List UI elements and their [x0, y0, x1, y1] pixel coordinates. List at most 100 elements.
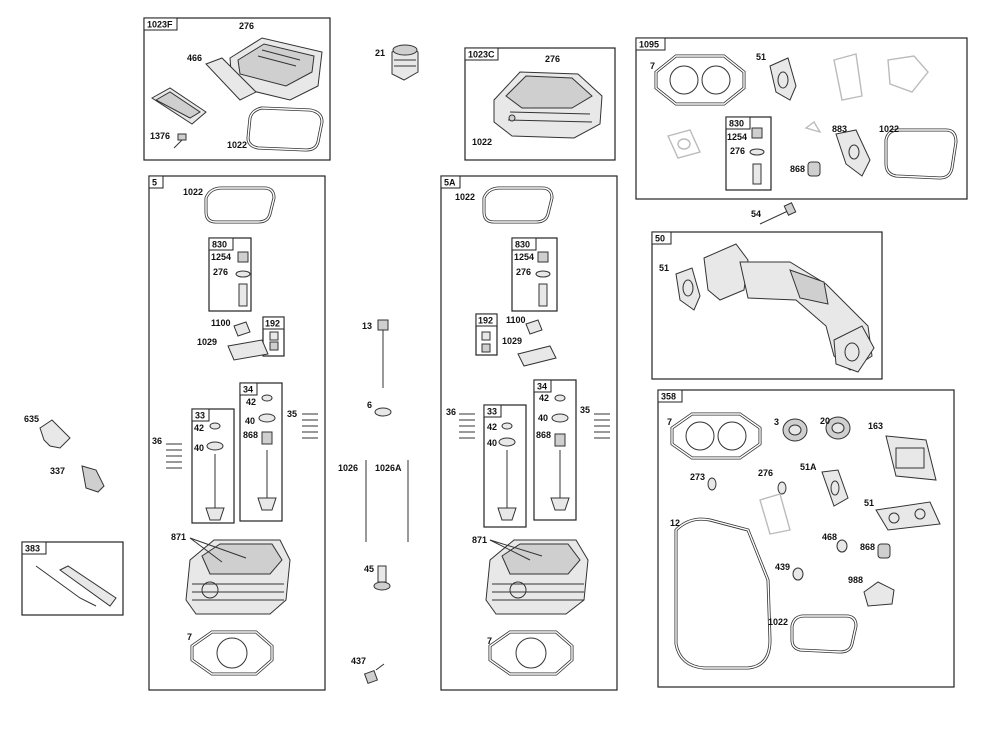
callout-label: 1100: [211, 318, 231, 328]
callout-label: 45: [364, 564, 374, 574]
group-frame-1023C: [464, 47, 616, 161]
callout-label: 635: [24, 414, 39, 424]
group-tag-34b: 34: [533, 379, 552, 393]
callout-label: 439: [775, 562, 790, 572]
callout-label: 40: [538, 413, 548, 423]
valve-spring-35b: [594, 413, 610, 439]
group-tag-5A: 5A: [440, 175, 461, 189]
group-tag-358: 358: [657, 389, 683, 403]
group-tag-5: 5: [148, 175, 164, 189]
callout-label: 1022: [768, 617, 788, 627]
callout-label: 1022: [183, 187, 203, 197]
callout-label: 1254: [211, 252, 231, 262]
group-frame-34a: [239, 382, 283, 522]
callout-label: 51A: [800, 462, 817, 472]
callout-label: 871: [171, 532, 186, 542]
callout-label: 1029: [502, 336, 522, 346]
valve-cover-1023C: [493, 71, 603, 139]
callout-label: 35: [287, 409, 297, 419]
group-label-50: 50: [655, 234, 665, 244]
group-tag-50: 50: [651, 231, 672, 245]
callout-label: 1100: [506, 315, 526, 325]
callout-label: 468: [822, 532, 837, 542]
group-frame-34b: [533, 379, 577, 521]
callout-label: 1029: [197, 337, 217, 347]
group-label-192b: 192: [478, 316, 493, 326]
callout-label: 1026A: [375, 463, 402, 473]
callout-label: 1022: [227, 140, 247, 150]
stud-set-830c: [749, 127, 765, 185]
callout-label: 13: [362, 321, 372, 331]
callout-label: 7: [667, 417, 672, 427]
callout-label: 868: [790, 164, 805, 174]
oil-fill-cap: [391, 44, 419, 81]
group-label-5A: 5A: [444, 178, 456, 188]
group-frame-33a: [191, 408, 235, 524]
callout-label: 51: [864, 498, 874, 508]
callout-label: 40: [487, 438, 497, 448]
callout-label: 42: [194, 423, 204, 433]
group-label-830c: 830: [729, 119, 744, 129]
callout-label: 35: [580, 405, 590, 415]
callout-label: 51: [756, 52, 766, 62]
group-label-33a: 33: [195, 411, 205, 421]
group-frame-33b: [483, 404, 527, 528]
group-tag-830c: 830: [725, 116, 751, 130]
callout-label: 1026: [338, 463, 358, 473]
group-tag-1095: 1095: [635, 37, 666, 51]
callout-label: 7: [650, 61, 655, 71]
callout-label: 883: [832, 124, 847, 134]
group-5-parts: [166, 186, 318, 676]
valve-cover-1023F: [151, 37, 324, 152]
callout-label: 20: [820, 416, 830, 426]
group-5A-parts: [459, 186, 610, 676]
group-tag-830b: 830: [511, 237, 537, 251]
callout-label: 988: [848, 575, 863, 585]
callout-label: 276: [758, 468, 773, 478]
callout-label: 868: [536, 430, 551, 440]
callout-label: 466: [187, 53, 202, 63]
callout-label: 276: [730, 146, 745, 156]
group-label-830a: 830: [212, 240, 227, 250]
callout-label: 1376: [150, 131, 170, 141]
callout-label: 3: [774, 417, 779, 427]
group-tag-830a: 830: [208, 237, 234, 251]
bolt-54: [759, 202, 797, 225]
callout-label: 51: [659, 263, 669, 273]
group-tag-34a: 34: [239, 382, 258, 396]
callout-label: 12: [670, 518, 680, 528]
group-label-830b: 830: [515, 240, 530, 250]
group-label-33b: 33: [487, 407, 497, 417]
callout-label: 36: [446, 407, 456, 417]
callout-label: 42: [539, 393, 549, 403]
valve-spring-36b: [459, 413, 475, 439]
group-tag-33a: 33: [191, 408, 210, 422]
group-label-1023F: 1023F: [147, 20, 173, 30]
valve-spring-35: [302, 413, 318, 439]
callout-label: 1022: [455, 192, 475, 202]
group-label-1023C: 1023C: [468, 50, 495, 60]
group-tag-192a: 192: [262, 316, 285, 330]
callout-label: 21: [375, 48, 385, 58]
spark-plug-wrench: [35, 565, 117, 607]
group-frame-1095: [635, 37, 968, 200]
group-frame-50: [651, 231, 883, 380]
gasket-set-358: [670, 412, 941, 670]
callout-label: 276: [239, 21, 254, 31]
callout-label: 868: [860, 542, 875, 552]
callout-label: 7: [487, 636, 492, 646]
callout-label: 871: [472, 535, 487, 545]
group-frame-383: [21, 541, 124, 616]
group-label-358: 358: [661, 392, 676, 402]
callout-label: 42: [487, 422, 497, 432]
callout-label: 40: [194, 443, 204, 453]
callout-label: 54: [751, 209, 761, 219]
callout-label: 7: [187, 632, 192, 642]
callout-label: 276: [213, 267, 228, 277]
callout-label: 42: [246, 397, 256, 407]
group-tag-192b: 192: [475, 313, 498, 327]
group-tag-383: 383: [21, 541, 47, 555]
callout-label: 868: [243, 430, 258, 440]
center-parts: [363, 319, 409, 685]
